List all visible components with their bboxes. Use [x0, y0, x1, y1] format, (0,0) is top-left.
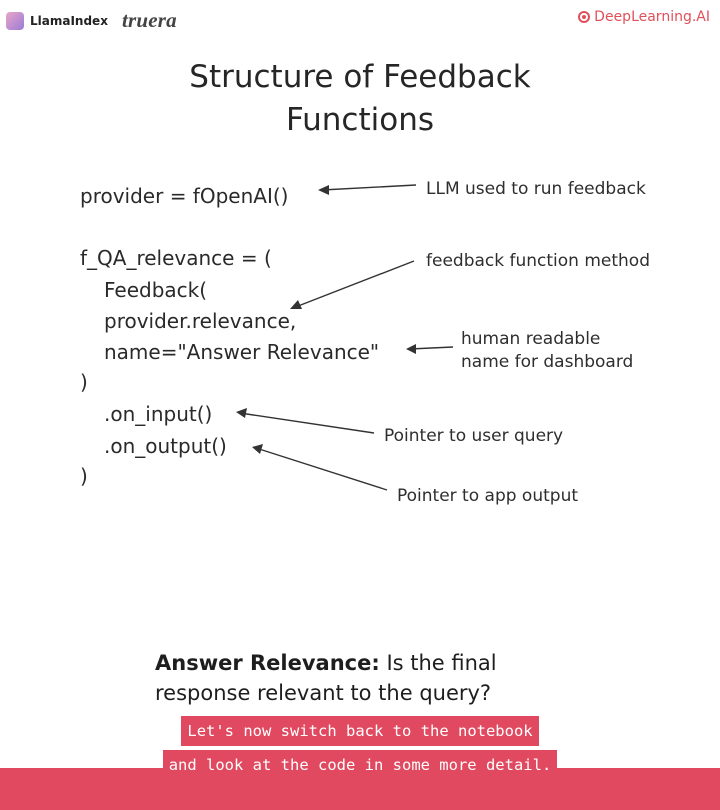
arrow-query — [239, 412, 375, 434]
subtitle-line1: Let's now switch back to the notebook — [181, 716, 539, 746]
llamaindex-wordmark: LlamaIndex — [30, 13, 108, 28]
note-llm: LLM used to run feedback — [426, 179, 646, 199]
note-method: feedback function method — [426, 251, 650, 271]
code-line-on-output: .on_output() — [104, 434, 227, 458]
code-line-provider-relevance: provider.relevance, — [104, 309, 297, 333]
slide-title-line2: Functions — [285, 102, 434, 138]
answer-line1-rest: Is the final — [379, 651, 497, 675]
code-line-provider: provider = fOpenAI() — [80, 184, 289, 208]
subtitle-line1-row: Let's now switch back to the notebook — [0, 716, 720, 746]
slide-title: Structure of Feedback Functions — [0, 56, 720, 142]
truera-wordmark: truera — [121, 8, 177, 32]
code-line-feedback: Feedback( — [104, 278, 208, 302]
answer-line1: Answer Relevance: Is the final — [155, 648, 497, 678]
note-human-line1: human readable — [461, 329, 601, 349]
arrowhead-human — [406, 344, 416, 354]
arrowhead-query — [236, 408, 247, 418]
subtitle-line2: and look at the code in some more detail… — [162, 750, 558, 780]
arrowhead-output — [252, 444, 263, 454]
arrowhead-method — [290, 300, 302, 309]
code-line-name: name="Answer Relevance" — [104, 340, 380, 364]
llama-icon — [6, 11, 24, 30]
code-line-close-inner: ) — [80, 370, 88, 394]
note-output: Pointer to app output — [397, 486, 579, 506]
arrow-method — [292, 260, 415, 309]
slide-title-line1: Structure of Feedback — [189, 59, 531, 95]
deeplearning-logo: DeepLearning.AI — [578, 9, 710, 25]
code-line-f-qa-relevance: f_QA_relevance = ( — [80, 246, 272, 270]
llamaindex-logo: LlamaIndex truera — [6, 8, 177, 33]
arrow-output — [255, 447, 388, 491]
arrow-human — [409, 346, 454, 350]
answer-bold-label: Answer Relevance: — [155, 651, 380, 675]
note-query: Pointer to user query — [384, 426, 564, 446]
code-line-on-input: .on_input() — [104, 402, 213, 426]
answer-line2: response relevant to the query? — [155, 681, 492, 705]
arrow-llm — [321, 184, 417, 191]
answer-relevance-statement: Answer Relevance: Is the final response … — [155, 648, 497, 708]
note-human-line2: name for dashboard — [461, 352, 634, 372]
deeplearning-wordmark: DeepLearning.AI — [594, 9, 710, 25]
subtitle-line2-row: and look at the code in some more detail… — [0, 750, 720, 780]
arrowhead-llm — [318, 185, 329, 195]
code-line-close-outer: ) — [80, 464, 88, 488]
deeplearning-icon — [578, 11, 591, 23]
